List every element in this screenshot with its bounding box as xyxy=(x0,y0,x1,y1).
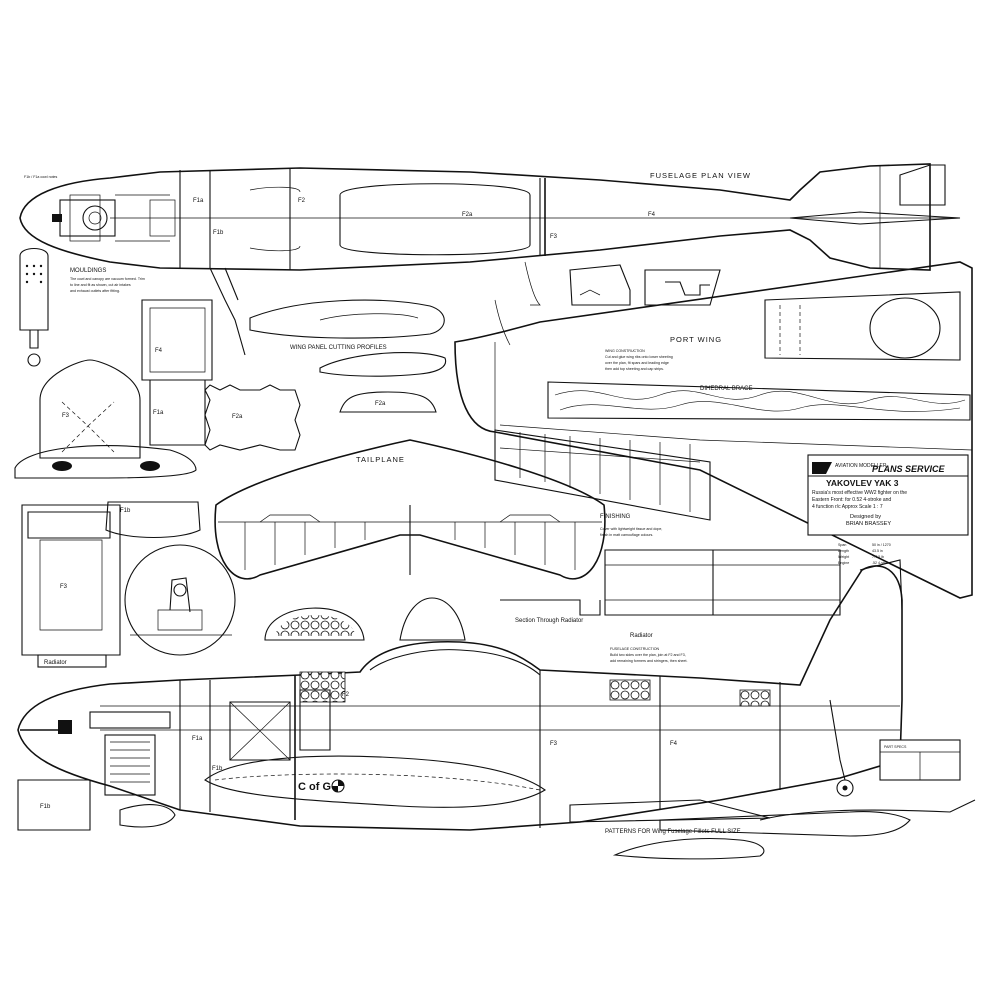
side-f1b-label: F1b xyxy=(212,766,223,772)
former-f4-label: F4 xyxy=(648,212,656,218)
part-f2a-label: F2a xyxy=(232,414,243,420)
spec-list: Span 50 in / 1270 Length 43.5 in Weight … xyxy=(838,543,891,565)
port-wing-title: PORT WING xyxy=(670,335,722,344)
tailplane: TAILPLANE xyxy=(214,439,606,580)
tailplane-title: TAILPLANE xyxy=(356,455,405,464)
description-line-1: Russia's most effective WW2 fighter on t… xyxy=(812,490,907,496)
bottom-f1b-label: F1b xyxy=(40,804,51,810)
title-block: AVIATION MODELLER PLANS SERVICE YAKOVLEV… xyxy=(807,454,969,565)
side-f2-label: F2 xyxy=(342,692,350,698)
designer-name: BRIAN BRASSEY xyxy=(846,521,891,527)
port-wing: PORT WING DIHEDRAL BRACE WING CONSTRUCTI… xyxy=(454,261,973,599)
former-f1a-label: F1a xyxy=(193,198,204,204)
wing-profiles-title: WING PANEL CUTTING PROFILES xyxy=(290,345,387,351)
former-f2-label: F2 xyxy=(298,198,306,204)
spec-engine-label: Engine xyxy=(838,561,849,565)
spec-engine-value: .52 4-stroke xyxy=(872,561,891,565)
svg-text:and exhaust outlets after fitt: and exhaust outlets after fitting. xyxy=(70,289,120,293)
svg-text:WING CONSTRUCTION: WING CONSTRUCTION xyxy=(605,349,645,353)
side-f3-label: F3 xyxy=(550,741,558,747)
description-line-3: 4 function r/c Approx Scale 1 : 7 xyxy=(812,504,883,510)
svg-text:finish in matt camouflage colo: finish in matt camouflage colours. xyxy=(600,533,653,537)
section-radiator-title: Section Through Radiator xyxy=(515,618,583,624)
dihedral-brace-label: DIHEDRAL BRACE xyxy=(700,386,752,392)
radiator-left-label: Radiator xyxy=(44,660,67,666)
spec-weight-label: Weight xyxy=(838,555,849,559)
spec-length-value: 43.5 in xyxy=(872,549,883,553)
finishing-title: FINISHING xyxy=(600,514,631,520)
svg-text:F1b / F1a cowl notes: F1b / F1a cowl notes xyxy=(24,175,58,179)
spec-span-label: Span xyxy=(838,543,846,547)
svg-text:Cut and glue wing ribs onto lo: Cut and glue wing ribs onto lower sheeti… xyxy=(605,355,673,359)
small-formers xyxy=(494,264,721,346)
former-f3-label: F3 xyxy=(550,234,558,240)
model-name: YAKOVLEV YAK 3 xyxy=(826,478,899,488)
part-spec-title: PART SPECS xyxy=(884,745,907,749)
radiator-side-label: Radiator xyxy=(630,633,653,639)
side-f4-label: F4 xyxy=(670,741,678,747)
former-f1b-label: F1b xyxy=(213,230,224,236)
fuselage-side-view: PATTERNS FOR Wing Fuselage Fillets FULL … xyxy=(17,559,976,860)
svg-text:then add top sheeting and cap: then add top sheeting and cap strips. xyxy=(605,367,664,371)
patterns-title: PATTERNS FOR Wing Fuselage Fillets FULL … xyxy=(605,829,741,835)
part-f2a-profile-label: F2a xyxy=(375,401,386,407)
side-f1a-label: F1a xyxy=(192,736,203,742)
description-line-2: Eastern Front: for 0.52 4-stroke and xyxy=(812,497,891,503)
cofg-label: C of G xyxy=(298,781,331,793)
svg-text:Build two sides over the plan,: Build two sides over the plan, join at F… xyxy=(610,653,686,657)
fuselage-construction-title: FUSELAGE CONSTRUCTION xyxy=(610,647,660,651)
svg-text:to line and fit as shown, cut: to line and fit as shown, cut air intake… xyxy=(70,283,131,287)
fuselage-plan-view: FUSELAGE PLAN VIEW F1a F1b F2 F2a F3 F4 … xyxy=(19,163,961,356)
spec-length-label: Length xyxy=(838,549,849,553)
part-f4-label: F4 xyxy=(155,348,163,354)
svg-text:over the plan, fit spars and l: over the plan, fit spars and leading edg… xyxy=(605,361,669,365)
radiator-sections: Section Through Radiator FINISHING Cover… xyxy=(264,514,841,641)
part-spec: PART SPECS xyxy=(879,739,961,781)
left-parts: MOULDINGS The cowl and canopy are vacuum… xyxy=(14,247,447,668)
part-f1a-label: F1a xyxy=(153,410,164,416)
radiator-former-label: F3 xyxy=(60,584,68,590)
bottom-left-parts: F1b xyxy=(17,779,176,831)
plans-service-title: PLANS SERVICE xyxy=(872,464,946,474)
part-f1b-label: F1b xyxy=(120,508,131,514)
svg-text:Cover with lightweight tissue: Cover with lightweight tissue and dope, xyxy=(600,527,662,531)
former-f2a-label: F2a xyxy=(462,212,473,218)
fuselage-plan-title: FUSELAGE PLAN VIEW xyxy=(650,171,751,180)
spec-span-value: 50 in / 1270 xyxy=(872,543,891,547)
mouldings-heading: MOULDINGS xyxy=(70,268,106,274)
publisher-name: AVIATION MODELLER xyxy=(835,463,887,469)
spec-weight-value: 7-7.5 lb xyxy=(872,555,884,559)
svg-text:add remaining formers and stri: add remaining formers and stringers, the… xyxy=(610,659,688,663)
part-f3-label: F3 xyxy=(62,413,70,419)
svg-text:The cowl and canopy are vacuum: The cowl and canopy are vacuum formed. T… xyxy=(70,277,145,281)
designed-by-label: Designed by xyxy=(850,514,881,520)
